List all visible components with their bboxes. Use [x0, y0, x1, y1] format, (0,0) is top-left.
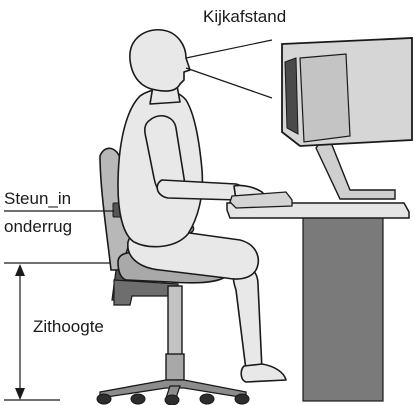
chair-caster [164, 394, 180, 405]
sight-line-bottom [185, 67, 273, 99]
chair-mechanism [113, 279, 179, 306]
person-lower-leg [232, 264, 263, 371]
sight-lines [185, 39, 273, 99]
chair-caster [199, 393, 215, 405]
chair-caster [96, 393, 112, 405]
seat-height-label: Zithoogte [33, 317, 104, 336]
chair-caster [234, 393, 250, 405]
seat-height-arrow-down-icon [15, 388, 25, 400]
keyboard [229, 191, 293, 209]
chair-column-lower [165, 353, 185, 381]
person-head [129, 29, 191, 92]
monitor-side [299, 53, 351, 143]
desk-pedestal [302, 213, 384, 402]
seat-height-dimension [4, 262, 110, 401]
monitor [281, 37, 413, 200]
viewing-distance-label: Kijkafstand [203, 7, 287, 26]
seat-height-arrow-up-icon [15, 264, 25, 276]
desk [226, 202, 410, 402]
lumbar-support-label-line1: Steun_in [4, 189, 72, 208]
seated-person [117, 29, 287, 383]
monitor-screen [284, 57, 299, 135]
person-foot [240, 363, 287, 383]
lumbar-support-label-line2: onderrug [4, 217, 73, 236]
monitor-stand [315, 139, 396, 200]
chair-column [167, 285, 183, 357]
sight-line-top [185, 39, 273, 59]
chair-caster [130, 393, 146, 405]
